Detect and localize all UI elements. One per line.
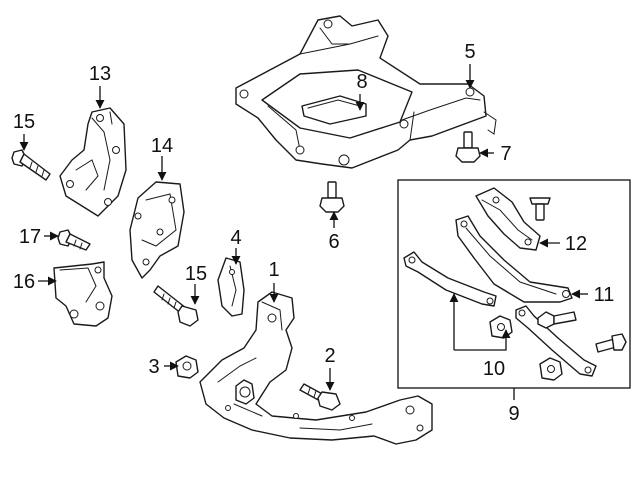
bolt-part-15-left[interactable] (11, 149, 51, 181)
arm-part-11[interactable] (455, 215, 573, 303)
inset-nut-bottom[interactable] (539, 357, 563, 381)
arm-part-12[interactable] (475, 187, 541, 251)
callout-labels: 1 2 3 4 5 6 7 8 9 10 11 12 13 14 15 15 1… (13, 41, 615, 425)
nut-part-3[interactable] (175, 355, 199, 379)
bolt-part-17[interactable] (57, 229, 91, 251)
plate-part[interactable] (301, 95, 367, 125)
bracket-part-16[interactable] (53, 261, 113, 327)
callout-9: 9 (508, 403, 519, 425)
bolt-part-15-middle[interactable] (153, 285, 199, 327)
callout-5: 5 (464, 41, 475, 63)
callout-14: 14 (151, 135, 173, 157)
callout-15-middle: 15 (185, 263, 207, 285)
callout-17: 17 (19, 226, 41, 248)
inset-bolt-mid[interactable] (537, 311, 577, 329)
callout-1: 1 (268, 259, 279, 281)
arm-part-10-upper[interactable] (403, 251, 497, 307)
control-arm-kit-inset[interactable] (397, 179, 631, 389)
callout-6: 6 (328, 231, 339, 253)
inset-nut-left[interactable] (489, 315, 513, 339)
callout-2: 2 (324, 345, 335, 367)
callout-16: 16 (13, 271, 35, 293)
callout-12: 12 (565, 233, 587, 255)
callout-8: 8 (356, 71, 367, 93)
callout-11: 11 (594, 284, 615, 306)
leader-lines (19, 64, 588, 400)
inset-bolt-right[interactable] (595, 333, 627, 353)
callout-10: 10 (483, 358, 505, 380)
bolt-part-7[interactable] (455, 131, 481, 163)
crossmember-part-1[interactable] (199, 291, 433, 445)
bracket-part-4[interactable] (217, 257, 245, 317)
bracket-part-14[interactable] (129, 181, 185, 279)
bolt-part-2[interactable] (299, 383, 341, 411)
callout-15-left: 15 (13, 111, 35, 133)
bolt-part-6[interactable] (319, 181, 345, 213)
inset-bolt-top[interactable] (529, 197, 551, 221)
callout-7: 7 (500, 143, 511, 165)
callout-13: 13 (89, 63, 111, 85)
arm-part-10-lower[interactable] (515, 305, 597, 377)
callout-3: 3 (148, 356, 159, 378)
callout-4: 4 (230, 227, 241, 249)
bracket-part-13[interactable] (59, 107, 127, 217)
